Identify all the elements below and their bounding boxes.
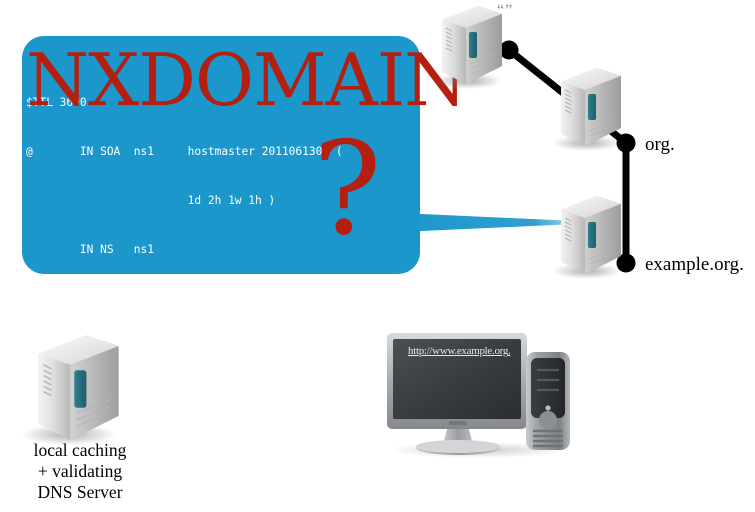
zone-line: 1d 2h 1w 1h ) bbox=[26, 194, 276, 208]
client-computer-icon bbox=[387, 333, 570, 458]
zone-file-callout-box bbox=[22, 36, 420, 274]
local-dns-server-caption: local caching + validating DNS Server bbox=[0, 440, 160, 503]
root-dns-server-icon bbox=[434, 6, 502, 89]
example-org-dns-server-icon bbox=[553, 196, 621, 279]
browser-url-link[interactable]: http://www.example.org bbox=[408, 345, 509, 357]
local-caption-line-1: local caching bbox=[33, 440, 127, 460]
org-zone-label: org. bbox=[645, 134, 675, 155]
root-zone-label: “” bbox=[497, 2, 514, 19]
zone-file-text: $TTL 3600 @ IN SOA ns1 hostmaster 201106… bbox=[22, 36, 420, 274]
example-org-zone-label: example.org. bbox=[645, 254, 744, 275]
local-caption-line-3: DNS Server bbox=[37, 482, 123, 502]
zone-line: IN NS ns1 bbox=[26, 243, 154, 257]
local-caching-dns-server-icon bbox=[22, 335, 119, 446]
question-mark-overlay: ? bbox=[313, 115, 382, 264]
local-caption-line-2: + validating bbox=[37, 461, 123, 481]
zone-line: $TTL 3600 bbox=[26, 95, 87, 109]
browser-url-text: http://www.example.org. bbox=[408, 345, 511, 357]
browser-url-trailing-dot: . bbox=[508, 345, 511, 357]
zone-line: @ IN SOA ns1 hostmaster 2011061301 ( bbox=[26, 145, 343, 159]
nxdomain-overlay-text: NXDOMAIN bbox=[26, 38, 467, 122]
org-dns-server-icon bbox=[553, 68, 621, 151]
